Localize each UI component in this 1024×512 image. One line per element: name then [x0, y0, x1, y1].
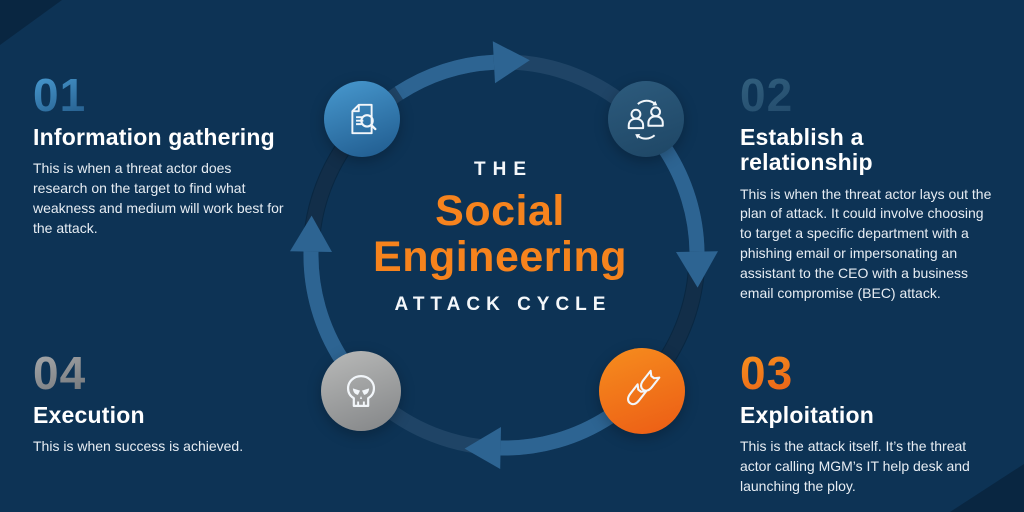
- step-description-information-gathering: This is when a threat actor does researc…: [33, 160, 284, 236]
- people-exchange-icon: [627, 99, 664, 140]
- step-description-exploitation: This is the attack itself. It’s the thre…: [740, 438, 970, 495]
- cycle-arc-step2-to-right: [659, 145, 705, 252]
- cycle-arc-step1-to-top: [394, 54, 495, 100]
- step-title-information-gathering: Information gathering: [33, 124, 275, 150]
- arrowhead-left-icon: [290, 215, 332, 252]
- step-block-information-gathering: 01 Information gathering This is when a …: [33, 72, 289, 239]
- arrowhead-bottom-icon: [464, 427, 501, 469]
- arrowhead-top-icon: [492, 41, 530, 84]
- step-number-03: 03: [740, 347, 794, 399]
- skull-icon: [346, 375, 376, 407]
- establish-relationship-icon-circle: [608, 81, 684, 157]
- step-number-04: 04: [33, 347, 87, 399]
- document-search-icon: [351, 103, 377, 135]
- execution-icon-circle: [321, 351, 401, 431]
- step-block-establish-relationship: 02 Establish a relationship This is when…: [740, 72, 994, 304]
- step-description-establish-relationship: This is when the threat actor lays out t…: [740, 185, 992, 301]
- step-title-establish-relationship: Establish a relationship: [740, 124, 873, 176]
- step-block-execution: 04 Execution This is when success is ach…: [33, 350, 291, 457]
- step-block-exploitation: 03 Exploitation This is the attack itsel…: [740, 350, 994, 497]
- step-number-01: 01: [33, 69, 87, 121]
- center-title-line2: Engineering: [373, 233, 627, 281]
- center-kicker: THE: [474, 159, 533, 180]
- center-title-block: THE Social Engineering ATTACK CYCLE: [337, 159, 663, 316]
- information-gathering-icon-circle: [324, 81, 400, 157]
- cycle-arc-step3-to-bottom: [500, 410, 614, 456]
- exploitation-icon-circle: [599, 348, 685, 434]
- center-subtitle: ATTACK CYCLE: [394, 294, 612, 315]
- step-title-exploitation: Exploitation: [740, 402, 875, 428]
- corner-accent-bottom-right: [950, 464, 1024, 512]
- step-description-execution: This is when success is achieved.: [33, 438, 244, 455]
- arrowhead-right-icon: [676, 251, 718, 288]
- corner-accent-top-left: [0, 0, 62, 45]
- cycle-arc-step4-to-left: [303, 251, 349, 365]
- center-title-line1: Social: [435, 187, 565, 235]
- bombs-icon: [627, 369, 661, 406]
- step-title-execution: Execution: [33, 402, 145, 428]
- step-number-02: 02: [740, 69, 794, 121]
